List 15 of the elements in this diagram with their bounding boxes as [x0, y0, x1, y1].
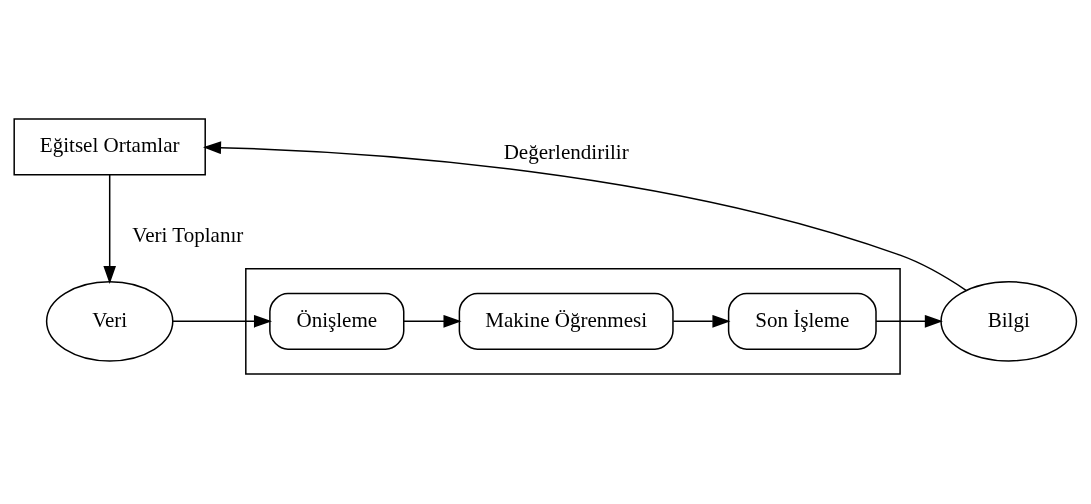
edge-label: Değerlendirilir: [503, 139, 629, 164]
arrow: [875, 314, 943, 328]
node-ellipse: Veri: [45, 280, 174, 362]
arrow: [403, 314, 462, 328]
arrow: [172, 314, 273, 328]
arrow: [103, 173, 116, 284]
cluster: [245, 267, 901, 375]
edge-label: Veri Toplanır: [132, 222, 244, 247]
node-box: Son İşleme: [727, 292, 877, 350]
arrow: [672, 314, 731, 328]
node-box: Önişleme: [269, 292, 405, 350]
arrow: [203, 140, 967, 291]
node-box: Makine Öğrenmesi: [458, 292, 674, 350]
node-box: Eğitsel Ortamlar: [13, 117, 206, 175]
node-ellipse: Bilgi: [940, 280, 1078, 362]
